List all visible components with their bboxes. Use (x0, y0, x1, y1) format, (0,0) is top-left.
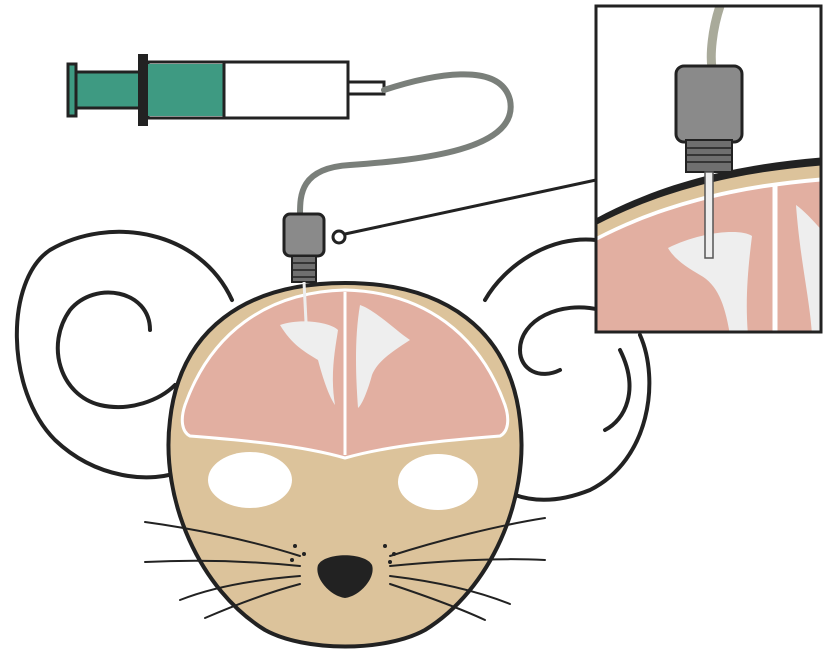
syringe-icon (68, 54, 384, 126)
magnified-inset-icon (560, 6, 823, 400)
left-eye-icon (208, 452, 292, 508)
right-eye-icon (398, 454, 478, 510)
callout-connector-icon (333, 180, 596, 243)
